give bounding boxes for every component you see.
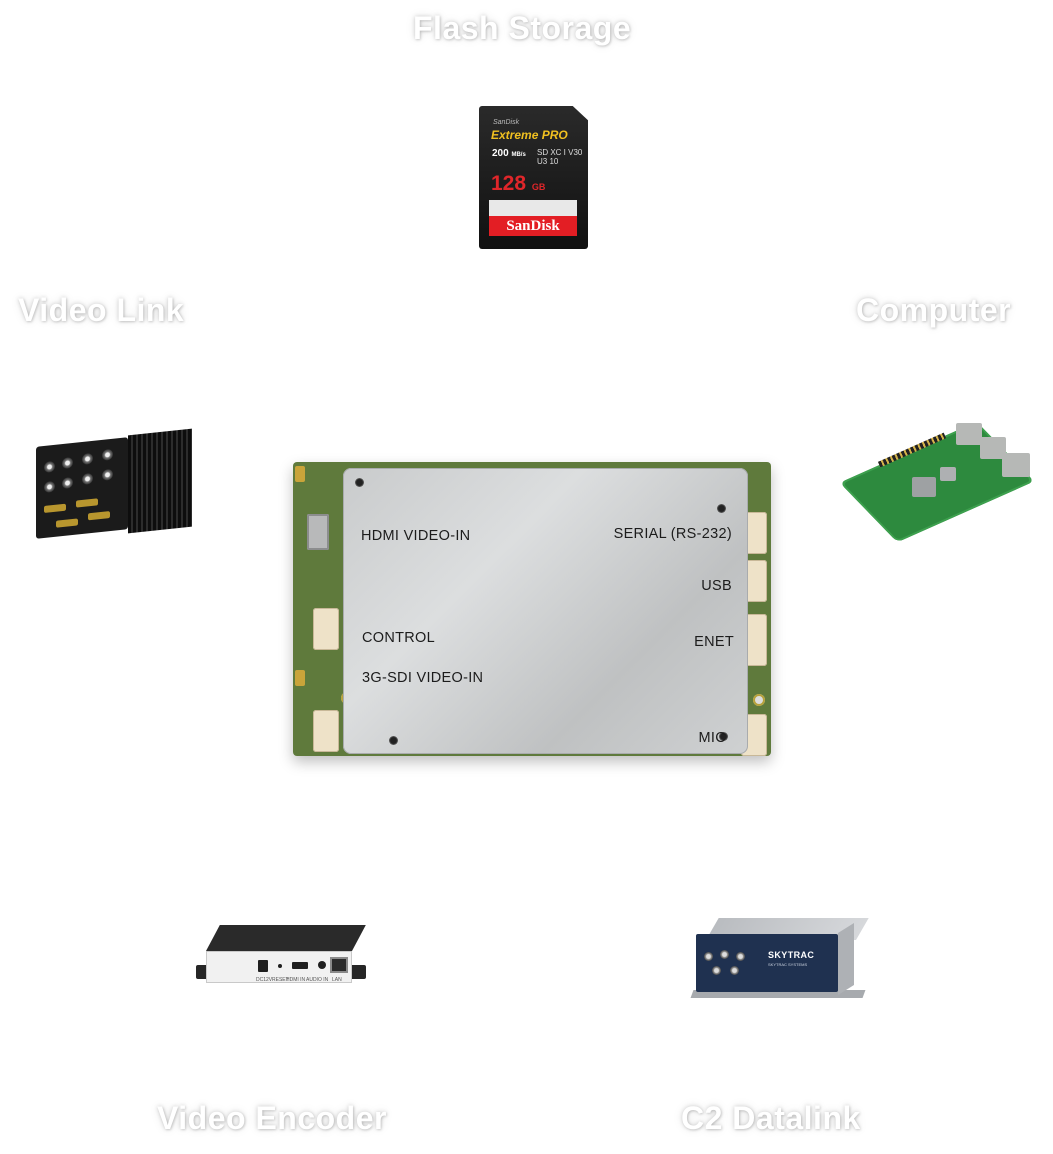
heat-sink-fins: [128, 428, 192, 534]
rf-connector: [712, 966, 721, 975]
bnc-connector: [102, 448, 113, 461]
video-encoder-image: DC12V RESET HDMI IN AUDIO IN LAN: [196, 925, 369, 993]
skytrac-subtitle: SKYTRAC SYSTEMS: [768, 962, 808, 967]
sdi-connector: [313, 710, 339, 752]
sd-speed: 200 MB/s: [492, 148, 526, 159]
sd-label-stripe: [489, 200, 577, 216]
audio-jack: [318, 961, 326, 969]
video-link-front-panel: [36, 437, 128, 539]
mounting-hole: [753, 694, 765, 706]
rf-connector: [730, 966, 739, 975]
usb-port: [980, 437, 1006, 459]
dsub-connector: [56, 518, 78, 528]
c2-datalink-label: C2 Datalink: [681, 1100, 861, 1136]
screw: [717, 504, 726, 513]
usb-port: [956, 423, 982, 445]
bnc-connector: [82, 452, 93, 465]
dsub-connector: [44, 503, 66, 513]
sd-series: Extreme PRO: [491, 128, 568, 142]
screw: [719, 732, 728, 741]
encoder-port-label: AUDIO IN: [306, 977, 329, 983]
rf-connector: [720, 950, 729, 959]
video-encoder-label: Video Encoder: [157, 1100, 387, 1136]
bnc-connector: [62, 476, 73, 490]
computer-label: Computer: [856, 292, 1012, 328]
wifi-module: [940, 467, 956, 481]
dsub-connector: [76, 498, 98, 508]
mic-label: MIC: [698, 730, 726, 746]
mounting-ear: [348, 965, 366, 979]
central-board-image: HDMI VIDEO-IN SERIAL (RS-232) USB CONTRO…: [293, 462, 771, 756]
3g-sdi-video-in-label: 3G-SDI VIDEO-IN: [362, 670, 484, 686]
bnc-connector: [62, 456, 73, 470]
lan-port: [330, 957, 348, 973]
video-link-label: Video Link: [18, 292, 185, 328]
sd-marks: SD XC I V30 U3 10: [537, 148, 583, 166]
soc-chip: [912, 477, 936, 497]
encoder-port-label: DC12V: [256, 977, 273, 983]
dc-power-port: [258, 960, 268, 972]
encoder-port-label: LAN: [332, 977, 342, 983]
bnc-connector: [44, 460, 55, 473]
screw: [355, 478, 364, 487]
rf-connector: [704, 952, 713, 961]
control-label: CONTROL: [362, 630, 435, 646]
sd-brand-small: SanDisk: [493, 119, 520, 126]
datalink-front: [696, 934, 838, 992]
encoder-port-label: RESET: [272, 977, 289, 983]
rf-connector: [736, 952, 745, 961]
computer-image: [839, 415, 1035, 543]
flash-storage-label: Flash Storage: [413, 10, 632, 46]
bnc-connector: [82, 472, 93, 485]
usb-label: USB: [701, 578, 732, 594]
reset-button: [278, 964, 282, 968]
hdmi-video-in-label: HDMI VIDEO-IN: [361, 528, 471, 544]
control-connector: [313, 608, 339, 650]
bnc-connector: [44, 480, 55, 493]
dsub-connector: [88, 511, 110, 521]
antenna-connector: [295, 670, 305, 686]
bnc-connector: [102, 468, 113, 481]
antenna-connector: [295, 466, 305, 482]
encoder-front: [206, 951, 352, 983]
sd-brand: SanDisk: [489, 216, 577, 236]
video-link-image: [36, 428, 193, 539]
enet-label: ENET: [694, 634, 734, 650]
ethernet-port: [1002, 453, 1030, 477]
skytrac-logo: SKYTRAC: [768, 950, 815, 960]
sd-card-image: SanDisk Extreme PRO 200 MB/s SD XC I V30…: [479, 106, 588, 249]
sd-capacity: 128 GB: [491, 172, 546, 195]
encoder-port-label: HDMI IN: [286, 977, 306, 983]
c2-datalink-image: SKYTRAC SKYTRAC SYSTEMS: [690, 918, 869, 1004]
datalink-side: [838, 923, 854, 995]
aluminum-cover: HDMI VIDEO-IN SERIAL (RS-232) USB CONTRO…: [343, 468, 748, 754]
screw: [389, 736, 398, 745]
serial-rs232-label: SERIAL (RS-232): [613, 526, 732, 542]
encoder-top: [206, 925, 366, 951]
hdmi-port: [292, 962, 308, 969]
hdmi-port: [307, 514, 329, 550]
